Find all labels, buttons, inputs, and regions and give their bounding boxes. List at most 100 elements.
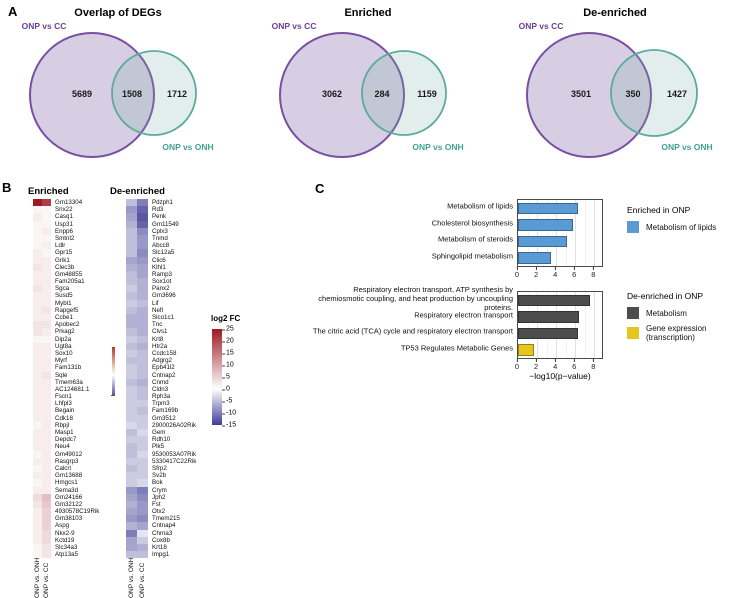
gene-label: Gm3512 — [152, 414, 176, 422]
heatmap-cell — [126, 227, 137, 235]
gene-label: Depdc7 — [55, 436, 77, 444]
heatmap-cell — [126, 371, 137, 379]
gene-label: Casq1 — [55, 213, 73, 221]
heatmap-cell — [42, 270, 51, 279]
heatmap-cell — [42, 234, 51, 243]
heatmap-cell — [33, 472, 42, 480]
gene-label: Calcrl — [55, 464, 71, 472]
venn-set1-count: 3062 — [322, 89, 342, 99]
heatmap-cell — [126, 400, 137, 408]
heatmap-cell — [42, 421, 51, 429]
venn-set2-count: 1159 — [417, 89, 437, 99]
gene-label: Cnmd — [152, 378, 169, 386]
heatmap-row: Adgrg2 — [126, 357, 196, 365]
heatmap-row: Clic6 — [126, 256, 196, 264]
gene-label: Impg1 — [152, 551, 170, 559]
bar — [518, 202, 579, 214]
heatmap-cell — [137, 450, 148, 458]
heatmap-row: Jph2 — [126, 493, 196, 501]
heatmap-cell — [42, 450, 51, 458]
heatmap-row: Enpp6 — [33, 227, 99, 235]
heatmap-cell — [126, 342, 137, 350]
heatmap-cell — [137, 220, 148, 228]
gridline — [565, 200, 567, 266]
heatmap-row: Grik1 — [33, 256, 99, 264]
gene-label: Usp31 — [55, 220, 73, 228]
venn-set2-circle — [610, 49, 698, 137]
heatmap-cell — [42, 321, 51, 329]
heatmap-cell — [33, 551, 42, 559]
gene-label: Cntnap4 — [152, 522, 176, 530]
gene-label: Gm38103 — [55, 515, 83, 523]
gene-label: Sfrp2 — [152, 464, 167, 472]
colorbar-tick-label: 25 — [222, 325, 234, 333]
heatmap-cell — [126, 256, 137, 264]
gene-label: Gm3696 — [152, 292, 176, 300]
venn-overlap-of-degs: Overlap of DEGs ONP vs CC 5689 1508 1712… — [22, 7, 214, 158]
heatmap-row: Tmem63a — [33, 378, 99, 386]
heatmap-row: Kctd19 — [33, 536, 99, 544]
gene-label: Slco1c1 — [152, 314, 175, 321]
heatmap-cell — [42, 199, 51, 207]
gene-label: Cldn3 — [152, 385, 169, 393]
bar — [518, 219, 574, 231]
x-tick-label: 8 — [591, 359, 595, 371]
heatmap-cell — [137, 522, 148, 530]
gene-label: Gm49012 — [55, 450, 83, 458]
venn-set1-count: 5689 — [72, 89, 92, 99]
colorbar-tick-label: 15 — [222, 349, 234, 357]
venn-diagrams: Overlap of DEGs ONP vs CC 5689 1508 1712… — [22, 7, 713, 158]
heatmap-cell — [33, 227, 42, 235]
gene-label: Susd5 — [55, 292, 73, 300]
heatmap-row: Epb41l2 — [126, 364, 196, 372]
heatmap-cell — [42, 335, 51, 343]
venn-set2-label: ONP vs ONH — [661, 142, 712, 152]
heatmap-row: Gm24166 — [33, 493, 99, 501]
heatmap-row: Gem — [126, 429, 196, 437]
gene-label: Clec3b — [55, 263, 75, 271]
heatmap-row: Nkx2-9 — [33, 529, 99, 537]
heatmap-row: Aspg — [33, 522, 99, 530]
heatmap-cell — [33, 443, 42, 451]
colorbar-tick-label: 5 — [222, 373, 230, 381]
heatmap-cell — [33, 508, 42, 516]
heatmap-cell — [126, 479, 137, 487]
heatmap-cell — [126, 393, 137, 401]
heatmap-row: Rd3 — [126, 206, 196, 214]
gene-label: Fst — [152, 500, 161, 508]
legend-title: De-enriched in ONP — [627, 291, 704, 301]
heatmap-row: Ramp3 — [126, 270, 196, 279]
heatmap-row: Sema3d — [33, 486, 99, 494]
heatmap-row: Crym — [126, 486, 196, 494]
heatmap-cell — [137, 292, 148, 300]
mini-colorbar-tick — [111, 395, 115, 396]
heatmap-row: AC124681.1 — [33, 385, 99, 394]
heatmap-cell — [33, 306, 42, 314]
heatmap-row: Lhfpl3 — [33, 400, 99, 408]
heatmap-cell — [126, 299, 137, 307]
heatmap-cell — [33, 285, 42, 293]
heatmap-cell — [42, 242, 51, 250]
heatmap-cell — [33, 357, 42, 365]
heatmap-cell — [126, 206, 137, 214]
heatmap-cell — [137, 500, 148, 509]
gene-label: Sv2b — [152, 472, 167, 480]
gene-label: Gpr15 — [55, 249, 73, 257]
heatmap-row: Rdh10 — [126, 436, 196, 444]
heatmap-cell — [137, 242, 148, 250]
panel-a-label: A — [8, 4, 18, 19]
legend-label: Gene expression (transcription) — [646, 324, 707, 342]
heatmap-cell — [33, 457, 42, 465]
gene-label: 2900026A02Rik — [152, 421, 197, 429]
heatmap-cell — [33, 371, 42, 379]
heatmap-cell — [33, 328, 42, 336]
heatmap-row: Gpr15 — [33, 249, 99, 257]
heatmap-cell — [33, 429, 42, 437]
heatmap-row: 9530053A07Rik — [126, 450, 196, 458]
gene-label: Fam131b — [55, 364, 82, 372]
gene-label: Cox8b — [152, 536, 170, 544]
venn-overlap-count: 284 — [374, 89, 389, 99]
heatmap-cell — [126, 213, 137, 221]
